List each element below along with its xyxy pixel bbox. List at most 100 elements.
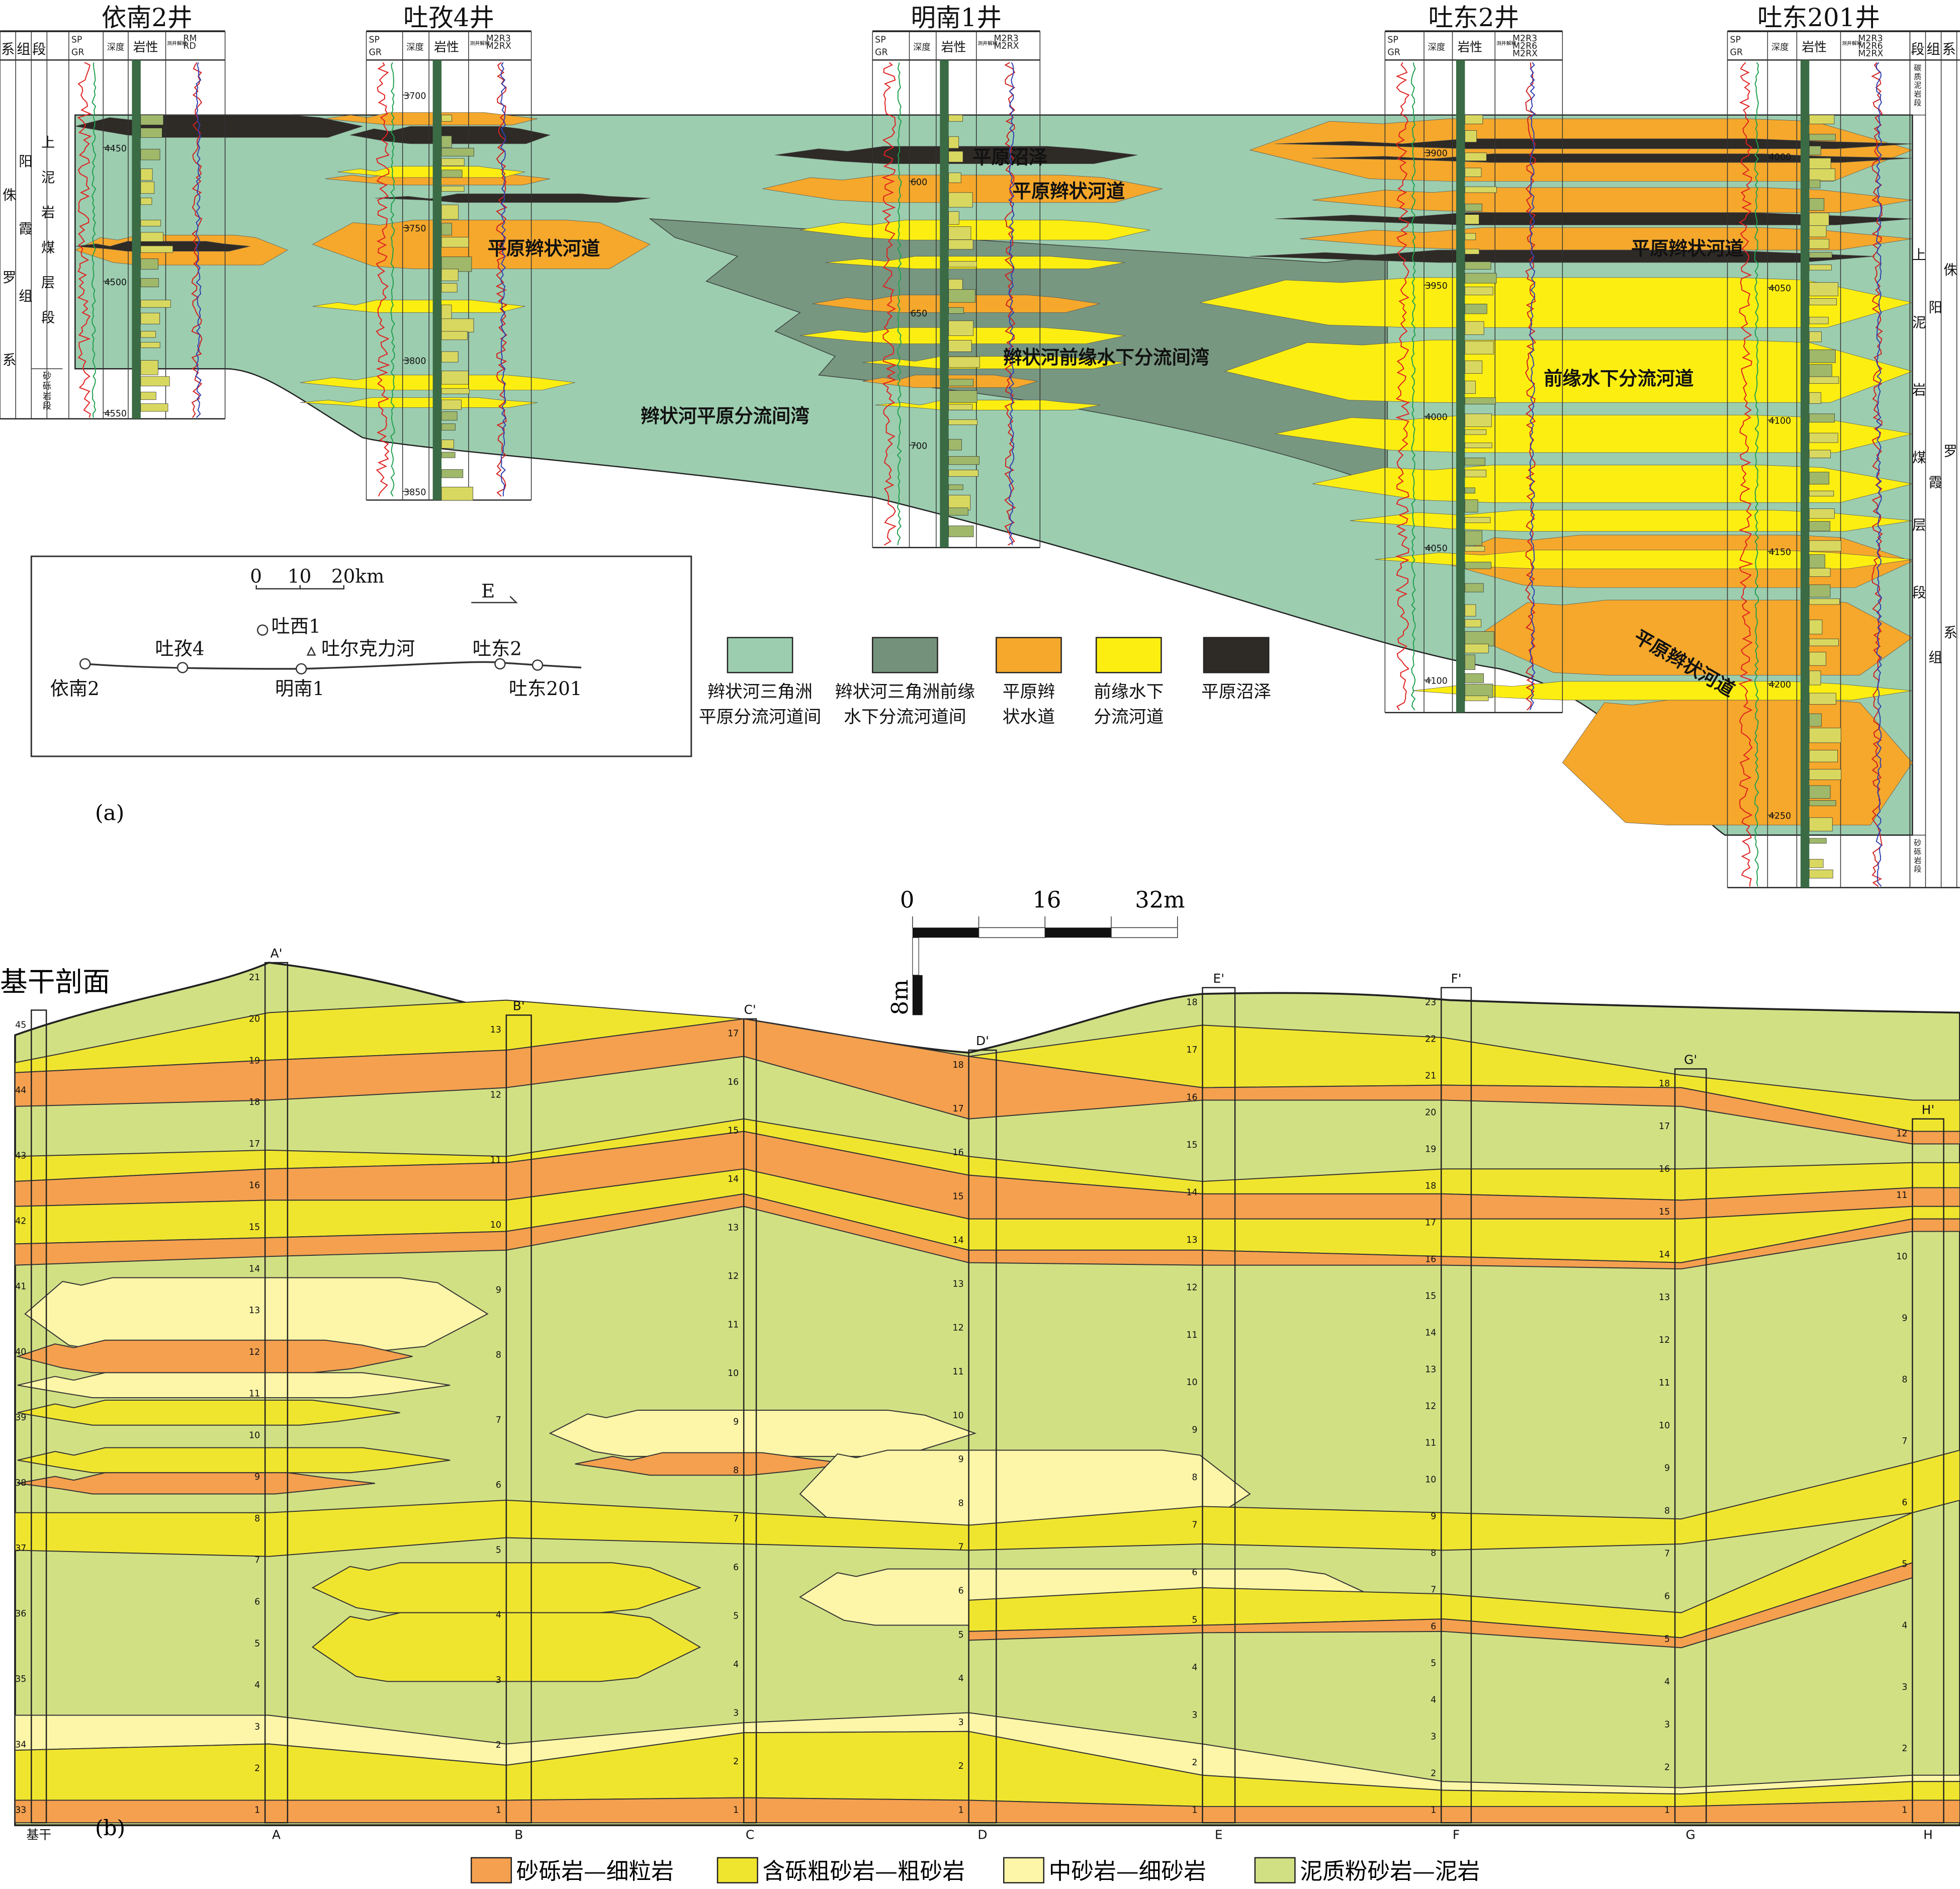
bed-number: 10: [1425, 1475, 1436, 1485]
member-label: 砂砾岩段: [1913, 839, 1922, 874]
member-label: 砂砾岩段: [41, 371, 51, 411]
column-label: D: [977, 1828, 987, 1842]
scale-segment: [1045, 927, 1112, 938]
well-marker-icon: [256, 624, 269, 636]
bed-number: 3: [958, 1718, 964, 1728]
lithology-bed: [441, 351, 459, 363]
bed-number: 11: [1425, 1438, 1436, 1448]
lithology-bed: [1465, 531, 1482, 546]
lithology-bed: [1465, 619, 1481, 628]
bed-number: 16: [1659, 1164, 1670, 1174]
bed-number: 20: [249, 1014, 260, 1024]
column-outline: [31, 1009, 47, 1824]
braided-channel-body: [762, 175, 1163, 203]
bed-number: 3: [254, 1722, 260, 1732]
lithology-bed: [1809, 134, 1836, 141]
lithology-bed: [1465, 469, 1487, 477]
facies-label: 平原沼泽: [972, 146, 1047, 168]
column-outline: [1912, 1118, 1944, 1824]
lithology-bed: [1465, 152, 1487, 161]
well-marker-icon: [79, 658, 91, 670]
column-top-label: B': [513, 999, 525, 1013]
legend-item: 泥质粉砂岩—泥岩: [1254, 1857, 1480, 1884]
bed-number: 11: [1896, 1190, 1907, 1200]
lithology-bed: [1809, 146, 1821, 155]
lithology-bed: [1809, 350, 1836, 363]
lithology-bed: [1465, 233, 1476, 240]
curve-label: M2RX: [1858, 49, 1883, 59]
depth-label: 4000: [1769, 152, 1791, 162]
column-outline: [1674, 1068, 1707, 1824]
bed-number: 4: [1664, 1677, 1670, 1687]
lithology-bed: [1809, 331, 1822, 342]
bed-number: 18: [1659, 1079, 1670, 1089]
lithology-bed: [948, 484, 963, 490]
front-channel-body: [1375, 550, 1913, 569]
depth-label: 4050: [1769, 284, 1791, 294]
resistivity-curve: [1008, 62, 1015, 545]
lithology-bed: [1465, 457, 1485, 466]
column-outline: [1441, 987, 1472, 1824]
bed-number: 3: [1664, 1720, 1670, 1730]
lithology-bed: [948, 390, 977, 403]
lithology-bed: [1465, 186, 1497, 193]
resistivity-curve: [1529, 62, 1536, 711]
bed-number: 18: [953, 1060, 964, 1070]
gr-curve: [1738, 62, 1754, 887]
front-channel-body: [1412, 681, 1913, 701]
bed-number: 3: [1431, 1732, 1436, 1742]
lithology-bed: [1809, 168, 1836, 181]
bed-number: 17: [728, 1029, 739, 1039]
column-label: C: [746, 1828, 754, 1842]
column-top-label: E': [1213, 971, 1225, 986]
lithology-bed: [441, 452, 456, 458]
lithology-bed: [441, 169, 463, 178]
scale-tick-label: 32m: [1135, 887, 1185, 913]
well-name: 明南1井: [911, 3, 1002, 32]
lithology-bed: [948, 115, 963, 122]
well-name: 吐东2井: [1429, 3, 1520, 32]
bed-number: 10: [249, 1430, 260, 1440]
bed-number: 17: [953, 1104, 964, 1114]
lithology-bed: [1809, 364, 1832, 377]
sand-bodies: [14, 999, 1960, 1824]
depth-label: 3950: [1426, 281, 1448, 291]
scale-tick-label: 16: [1032, 887, 1061, 913]
map-point-label: 吐东2: [473, 638, 522, 660]
lithology-bed: [1465, 203, 1482, 212]
depth-label: 4150: [1769, 548, 1791, 558]
curve-label: SP: [1387, 35, 1398, 45]
well-name: 依南2井: [102, 3, 193, 32]
lithology-bed: [1809, 620, 1823, 635]
lithology-bed: [140, 403, 168, 412]
bed-number: 12: [1425, 1401, 1436, 1411]
column-outline: [1202, 987, 1236, 1824]
panel-label-a: (a): [95, 801, 124, 825]
bed-number: 2: [1431, 1768, 1436, 1778]
lithology-bed: [948, 526, 974, 537]
lithology-bed: [441, 371, 469, 385]
curve-label: SP: [1730, 35, 1741, 45]
conglomerate-lens: [17, 1472, 375, 1495]
bed-number: 14: [1425, 1328, 1436, 1338]
scale-segment: [978, 927, 1046, 938]
lithology-bed: [1465, 443, 1492, 449]
depth-label: 4100: [1769, 416, 1791, 426]
member-label: 碳质泥岩段: [1913, 64, 1922, 108]
lithology-bed: [140, 182, 155, 194]
lithology-strip: [132, 60, 141, 419]
bed-number: 5: [1192, 1615, 1197, 1625]
lithology-bed: [441, 283, 458, 293]
bed-number: 9: [1431, 1511, 1436, 1521]
bed-number: 1: [958, 1805, 964, 1815]
lithology-bed: [1809, 265, 1832, 271]
bed-number: 15: [1186, 1140, 1197, 1150]
curve-label: M2R3: [1512, 34, 1537, 44]
bed-number: 3: [1192, 1710, 1197, 1720]
column-label: H: [1923, 1828, 1933, 1842]
scale-tick-label: 0: [900, 887, 914, 913]
swamp-body: [1275, 138, 1913, 149]
